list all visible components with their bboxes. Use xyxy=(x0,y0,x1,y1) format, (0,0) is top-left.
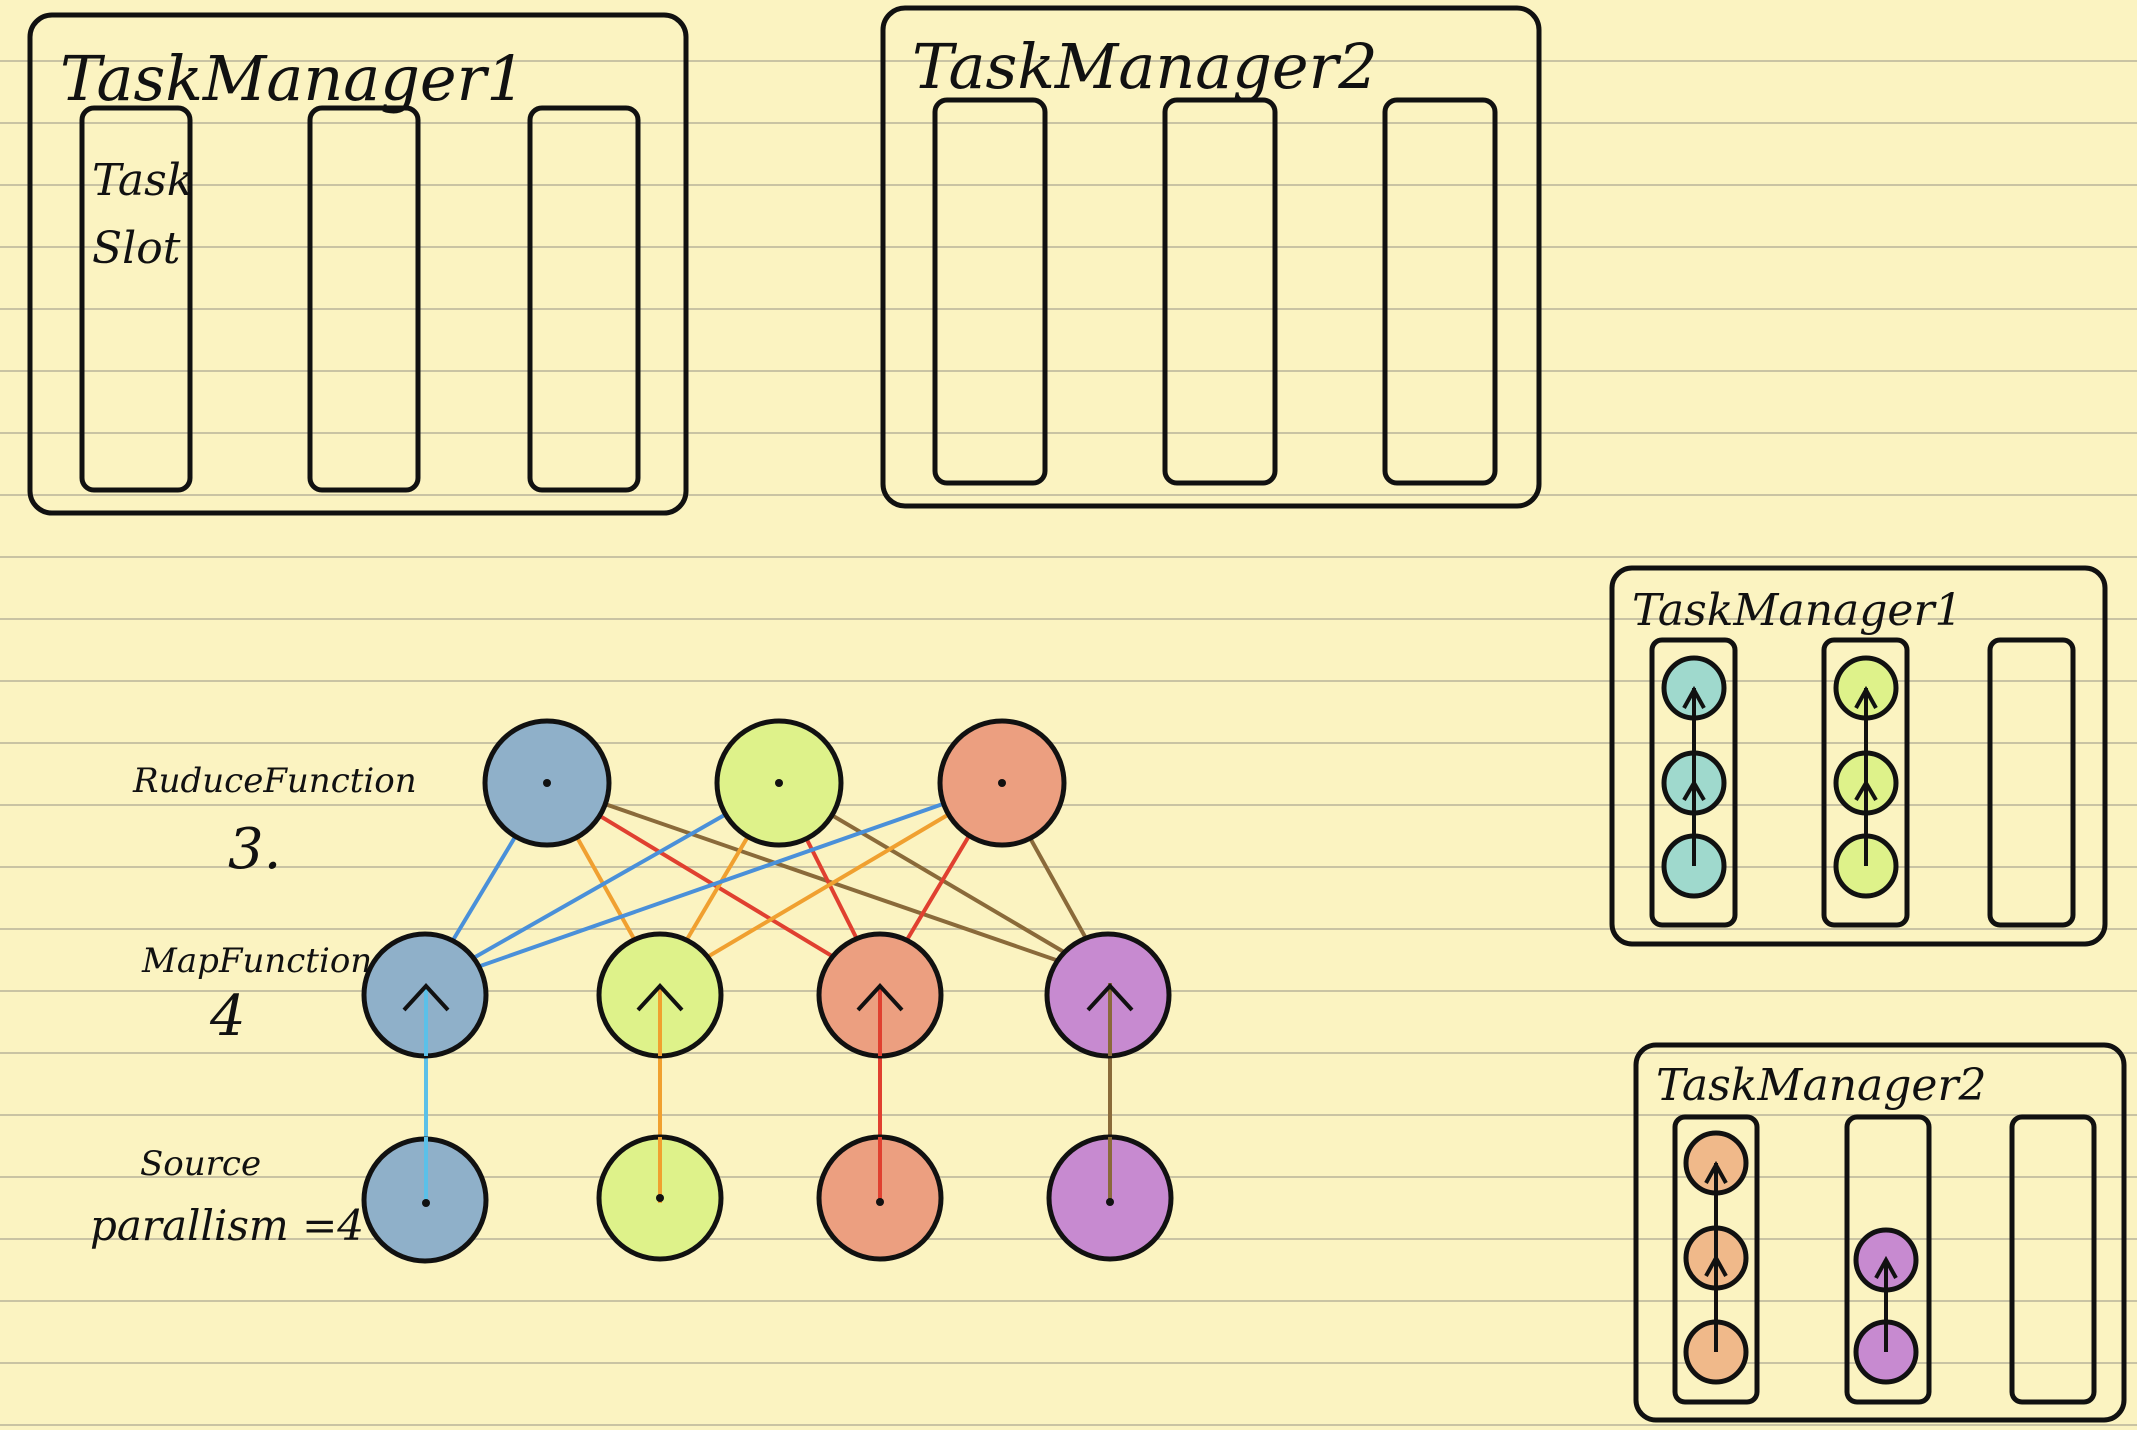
map-function-label: MapFunction xyxy=(141,941,372,981)
node-dot xyxy=(775,779,783,787)
slot-label-task: Task xyxy=(92,155,193,206)
arrowhead xyxy=(402,983,450,1012)
task-slot xyxy=(2009,1114,2097,1405)
task-slot xyxy=(1162,97,1278,486)
source-label: Source xyxy=(140,1144,261,1184)
reduce-nodes xyxy=(482,718,1067,848)
task-manager-1-frame xyxy=(27,12,689,516)
arrowhead xyxy=(636,983,684,1012)
task-manager-1-large: TaskManager1 Task Slot xyxy=(27,12,689,516)
node-dot xyxy=(876,1198,884,1206)
task-slot xyxy=(527,105,641,493)
node-dot xyxy=(1106,1198,1114,1206)
arrowhead xyxy=(1704,1160,1728,1184)
arrowhead xyxy=(856,983,904,1012)
node-dot xyxy=(656,1194,664,1202)
task-manager-2-title: TaskManager2 xyxy=(912,30,1378,103)
source-parallelism-label: parallism =4 xyxy=(90,1201,364,1250)
node-dot xyxy=(998,779,1006,787)
arrowhead xyxy=(1086,983,1134,1012)
task-manager-2-small-frame xyxy=(1633,1042,2127,1423)
arrowhead xyxy=(1854,685,1878,709)
source-nodes xyxy=(361,1134,1174,1264)
task-manager-1-small: TaskManager1 xyxy=(1609,565,2108,947)
edge xyxy=(425,782,1001,987)
task-manager-2-frame xyxy=(880,5,1542,509)
task-manager-1-small-frame xyxy=(1609,565,2108,947)
task-slot xyxy=(79,105,193,493)
map-nodes xyxy=(361,931,1172,1059)
task-manager-2-large: TaskManager2 xyxy=(880,5,1542,509)
arrowhead xyxy=(1854,779,1878,802)
task-manager-2-small-title: TaskManager2 xyxy=(1656,1060,1987,1111)
map-parallelism-label: 4 xyxy=(209,984,246,1049)
task-slot xyxy=(1987,637,2076,928)
task-manager-2-small: TaskManager2 xyxy=(1633,1042,2127,1423)
task-slot xyxy=(1821,637,1910,928)
task-slot xyxy=(1844,1114,1932,1405)
task-slot xyxy=(1382,97,1498,486)
arrowhead xyxy=(1682,779,1706,802)
task-slot xyxy=(932,97,1048,486)
task-slot xyxy=(1672,1114,1760,1405)
reduce-function-label: RuduceFunction xyxy=(132,761,417,801)
slot-label-slot: Slot xyxy=(92,223,181,274)
arrowhead xyxy=(1874,1255,1898,1279)
reduce-parallelism-label: 3. xyxy=(228,817,281,882)
task-slot xyxy=(307,105,421,493)
edge xyxy=(425,782,780,987)
task-manager-1-small-title: TaskManager1 xyxy=(1632,585,1963,636)
arrowhead xyxy=(1704,1253,1728,1277)
graph-labels: RuduceFunction 3. MapFunction 4 Source p… xyxy=(90,761,417,1250)
node-dot xyxy=(543,779,551,787)
task-manager-1-title: TaskManager1 xyxy=(60,42,526,115)
arrowhead xyxy=(1682,685,1706,709)
node-dot xyxy=(422,1199,430,1207)
edge xyxy=(658,782,1002,987)
task-slot xyxy=(1649,637,1738,928)
